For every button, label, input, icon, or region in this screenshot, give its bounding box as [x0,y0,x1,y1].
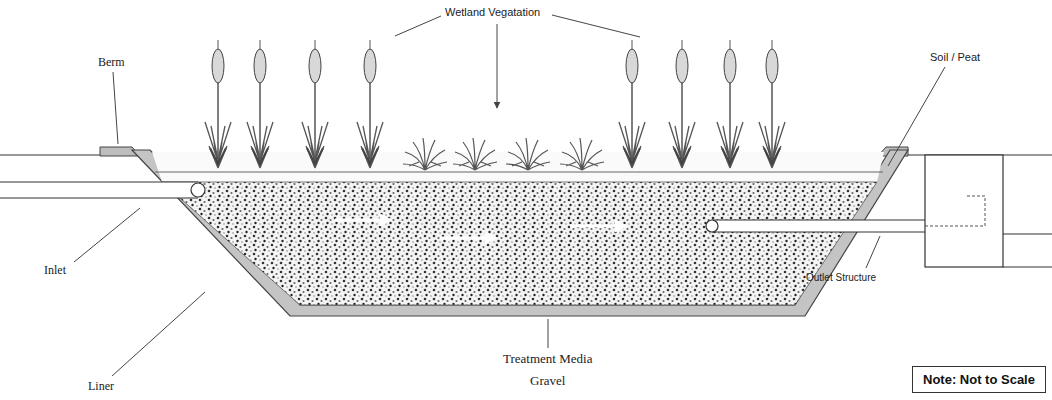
vegetation-label: Wetland Vegatation [445,6,540,18]
gravel-label: Gravel [530,374,565,388]
soil-label: Soil / Peat [930,51,980,63]
berm-label: Berm [98,56,125,69]
media-label: Treatment Media [503,352,592,366]
inlet-label: Inlet [44,264,66,277]
liner-label: Liner [88,380,114,393]
outlet-label: Outlet Structure [806,272,876,283]
note-box: Note: Not to Scale [912,366,1046,393]
note-text: Note: Not to Scale [923,372,1035,387]
